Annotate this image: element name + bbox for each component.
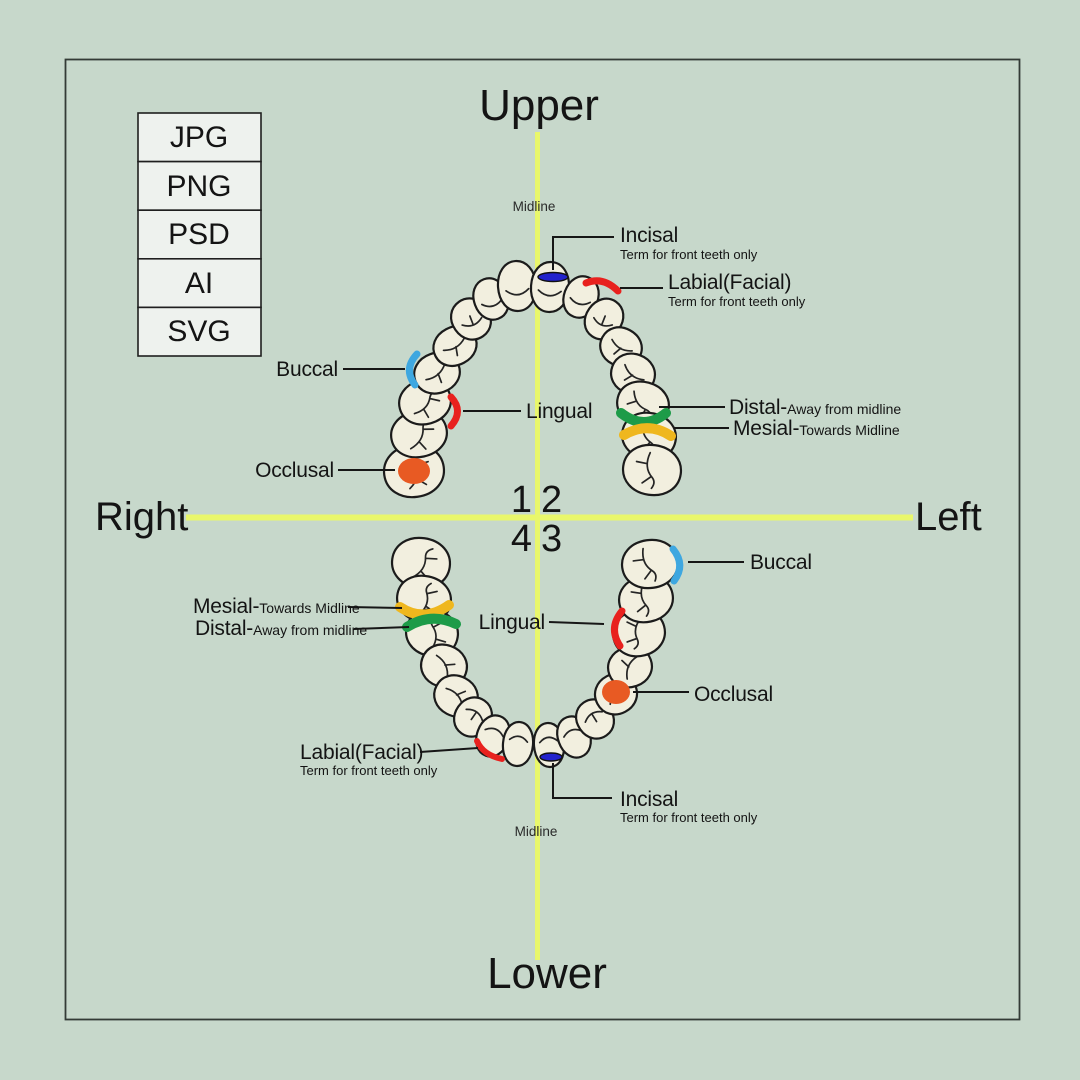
occlusal-upper-mark — [398, 458, 430, 484]
quadrant-1: 1 — [511, 479, 532, 521]
inner-border — [64, 58, 1021, 1021]
tooth-fissure — [508, 735, 529, 744]
distal-upper-mark — [616, 408, 671, 427]
buccal-upper-label: Buccal — [276, 358, 338, 381]
distal-lower-line — [353, 626, 410, 630]
tooth-fissure — [465, 708, 484, 722]
quadrant-2: 2 — [541, 479, 562, 521]
midline-bottom-label: Midline — [515, 824, 558, 839]
lingual-upper-mark — [447, 393, 461, 430]
quadrant-3: 3 — [541, 518, 562, 560]
mesial-upper-mark — [619, 423, 676, 441]
buccal-upper-mark — [406, 350, 421, 389]
mesial-upper-word: Mesial- — [733, 417, 799, 440]
lingual-lower-label: Lingual — [479, 611, 545, 634]
labial-upper-label: Labial(Facial) — [668, 271, 791, 294]
tooth-fissure — [635, 451, 655, 490]
tooth-fissure — [632, 547, 657, 582]
distal-upper-sub: Away from midline — [787, 401, 901, 417]
buccal-lower-mark — [669, 545, 684, 585]
callout-lines — [338, 236, 744, 799]
mesial-lower-sub: Towards Midline — [259, 600, 360, 616]
distal-lower-mark — [402, 613, 461, 632]
occlusal-upper-label: Occlusal — [255, 459, 334, 482]
format-png: PNG — [166, 170, 231, 203]
occlusal-lower-label: Occlusal — [694, 683, 773, 706]
distal-lower-sub: Away from midline — [253, 622, 367, 638]
buccal-lower-label: Buccal — [750, 551, 812, 574]
distal-lower-word: Distal- — [195, 617, 253, 640]
labial-lower-mark — [474, 738, 505, 762]
incisal-upper-sub: Term for front teeth only — [620, 247, 758, 262]
mesial-lower-label: Mesial-Towards Midline — [193, 595, 360, 618]
tooth-fissure — [484, 727, 504, 738]
format-cell — [137, 209, 262, 260]
quadrant-4: 4 — [511, 518, 532, 560]
tooth-fissure — [626, 616, 643, 650]
mesial-lower-word: Mesial- — [193, 595, 259, 618]
tooth-fissure — [461, 315, 483, 327]
mesial-lower-mark — [395, 600, 454, 620]
tooth-fissure — [505, 287, 530, 296]
upper-label: Upper — [479, 81, 599, 130]
surface-marks — [395, 271, 684, 762]
format-cell — [137, 306, 262, 357]
format-psd: PSD — [168, 218, 230, 251]
tooth-fissure — [584, 710, 604, 724]
occlusal-lower-mark — [602, 680, 630, 704]
incisal-lower-sub: Term for front teeth only — [620, 810, 758, 825]
lingual-upper-label: Lingual — [526, 400, 592, 423]
mesial-upper-sub: Towards Midline — [799, 422, 900, 438]
distal-upper-label: Distal-Away from midline — [729, 396, 901, 419]
incisal-upper-label: Incisal — [620, 224, 678, 247]
lingual-lower-mark — [611, 607, 626, 650]
incisal-lower-label: Incisal — [620, 788, 678, 811]
distal-lower-label: Distal-Away from midline — [195, 617, 367, 640]
tooth-fissure — [537, 289, 562, 297]
incisal-lower-mark — [539, 752, 563, 762]
callout-labels: Incisal Term for front teeth only Labial… — [193, 224, 901, 825]
incisal-lower-line — [552, 763, 612, 799]
left-label: Left — [915, 495, 982, 539]
tooth — [622, 443, 682, 497]
lower-label: Lower — [487, 949, 607, 998]
tooth-fissure — [623, 363, 645, 381]
format-jpg: JPG — [170, 121, 228, 154]
labial-upper-sub: Term for front teeth only — [668, 294, 806, 309]
labial-lower-label: Labial(Facial) — [300, 741, 423, 764]
tooth-fissure — [538, 736, 559, 744]
tooth-fissure — [593, 315, 614, 327]
tooth-fissure — [569, 296, 592, 306]
tooth-fissure — [621, 655, 638, 680]
incisal-upper-mark — [537, 271, 569, 283]
tooth-fissure — [630, 582, 650, 617]
format-cell — [137, 112, 262, 163]
midline-top-label: Midline — [513, 199, 556, 214]
lingual-lower-line — [548, 621, 605, 625]
labial-lower-sub: Term for front teeth only — [300, 763, 438, 778]
right-label: Right — [95, 495, 188, 539]
labial-lower-line — [419, 747, 479, 753]
distal-upper-word: Distal- — [729, 396, 787, 419]
format-ai: AI — [185, 267, 213, 300]
format-svg: SVG — [167, 315, 230, 348]
tooth-fissure — [611, 338, 633, 355]
quadrant-numbers: 1 2 4 3 — [511, 479, 562, 560]
tooth-fissure — [442, 337, 466, 357]
incisal-upper-line — [552, 236, 614, 270]
mesial-lower-line — [347, 606, 403, 609]
mesial-upper-label: Mesial-Towards Midline — [733, 417, 900, 440]
tooth-fissure — [480, 298, 503, 308]
format-list: JPG PNG PSD AI SVG — [137, 112, 262, 357]
labial-upper-mark — [582, 277, 622, 295]
